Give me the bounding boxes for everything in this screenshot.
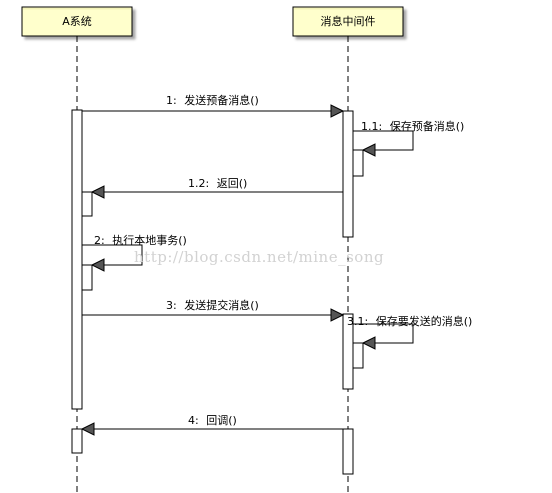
- message-1-2-label: 1.2: 返回(): [188, 177, 247, 190]
- message-4-arrow: [80, 422, 343, 436]
- message-4-number: 4:: [188, 414, 199, 427]
- message-1-1-text: 保存预备消息(): [390, 119, 465, 133]
- activation-a-local-tx: [81, 264, 93, 291]
- message-4-label: 4: 回调(): [188, 414, 237, 427]
- message-3-1-arrow: [353, 323, 414, 350]
- activation-a-main: [71, 109, 83, 410]
- message-3-label: 3: 发送提交消息(): [166, 298, 259, 312]
- lifeline-label-mq: 消息中间件: [321, 14, 376, 28]
- activation-mq-save-commit: [352, 342, 364, 369]
- lifeline-label-a: A系统: [62, 15, 92, 28]
- message-1-2-number: 1.2:: [188, 177, 209, 190]
- message-1-text: 发送预备消息(): [184, 93, 259, 107]
- watermark: http://blog.csdn.net/mine_song: [134, 248, 384, 266]
- message-3-1-label: 3.1: 保存要发送的消息(): [347, 314, 472, 328]
- activation-mq-save-prepare: [352, 149, 364, 177]
- message-1-1-arrow: [353, 130, 414, 157]
- message-1-number: 1:: [166, 94, 177, 107]
- message-1-1-label: 1.1: 保存预备消息(): [361, 119, 464, 133]
- activation-mq-prepare: [342, 110, 354, 238]
- lifeline-header-mq: 消息中间件: [292, 6, 404, 37]
- message-2-text: 执行本地事务(): [112, 233, 187, 247]
- message-1-label: 1: 发送预备消息(): [166, 93, 259, 107]
- lifeline-header-a: A系统: [21, 6, 133, 37]
- message-3-arrow: [82, 308, 345, 322]
- message-1-2-text: 返回(): [217, 177, 248, 190]
- activation-a-return: [81, 191, 93, 217]
- message-1-1-number: 1.1:: [361, 120, 382, 133]
- message-2-number: 2:: [94, 234, 105, 247]
- message-3-text: 发送提交消息(): [184, 298, 259, 312]
- message-1-arrow: [82, 104, 345, 118]
- message-2-arrow: [82, 244, 143, 272]
- message-2-label: 2: 执行本地事务(): [94, 233, 187, 247]
- message-3-1-number: 3.1:: [347, 315, 368, 328]
- activation-a-callback: [71, 428, 83, 454]
- message-1-2-arrow: [90, 185, 343, 199]
- message-3-1-text: 保存要发送的消息(): [376, 314, 473, 328]
- activation-mq-callback: [342, 428, 354, 475]
- message-4-text: 回调(): [206, 414, 237, 427]
- message-3-number: 3:: [166, 299, 177, 312]
